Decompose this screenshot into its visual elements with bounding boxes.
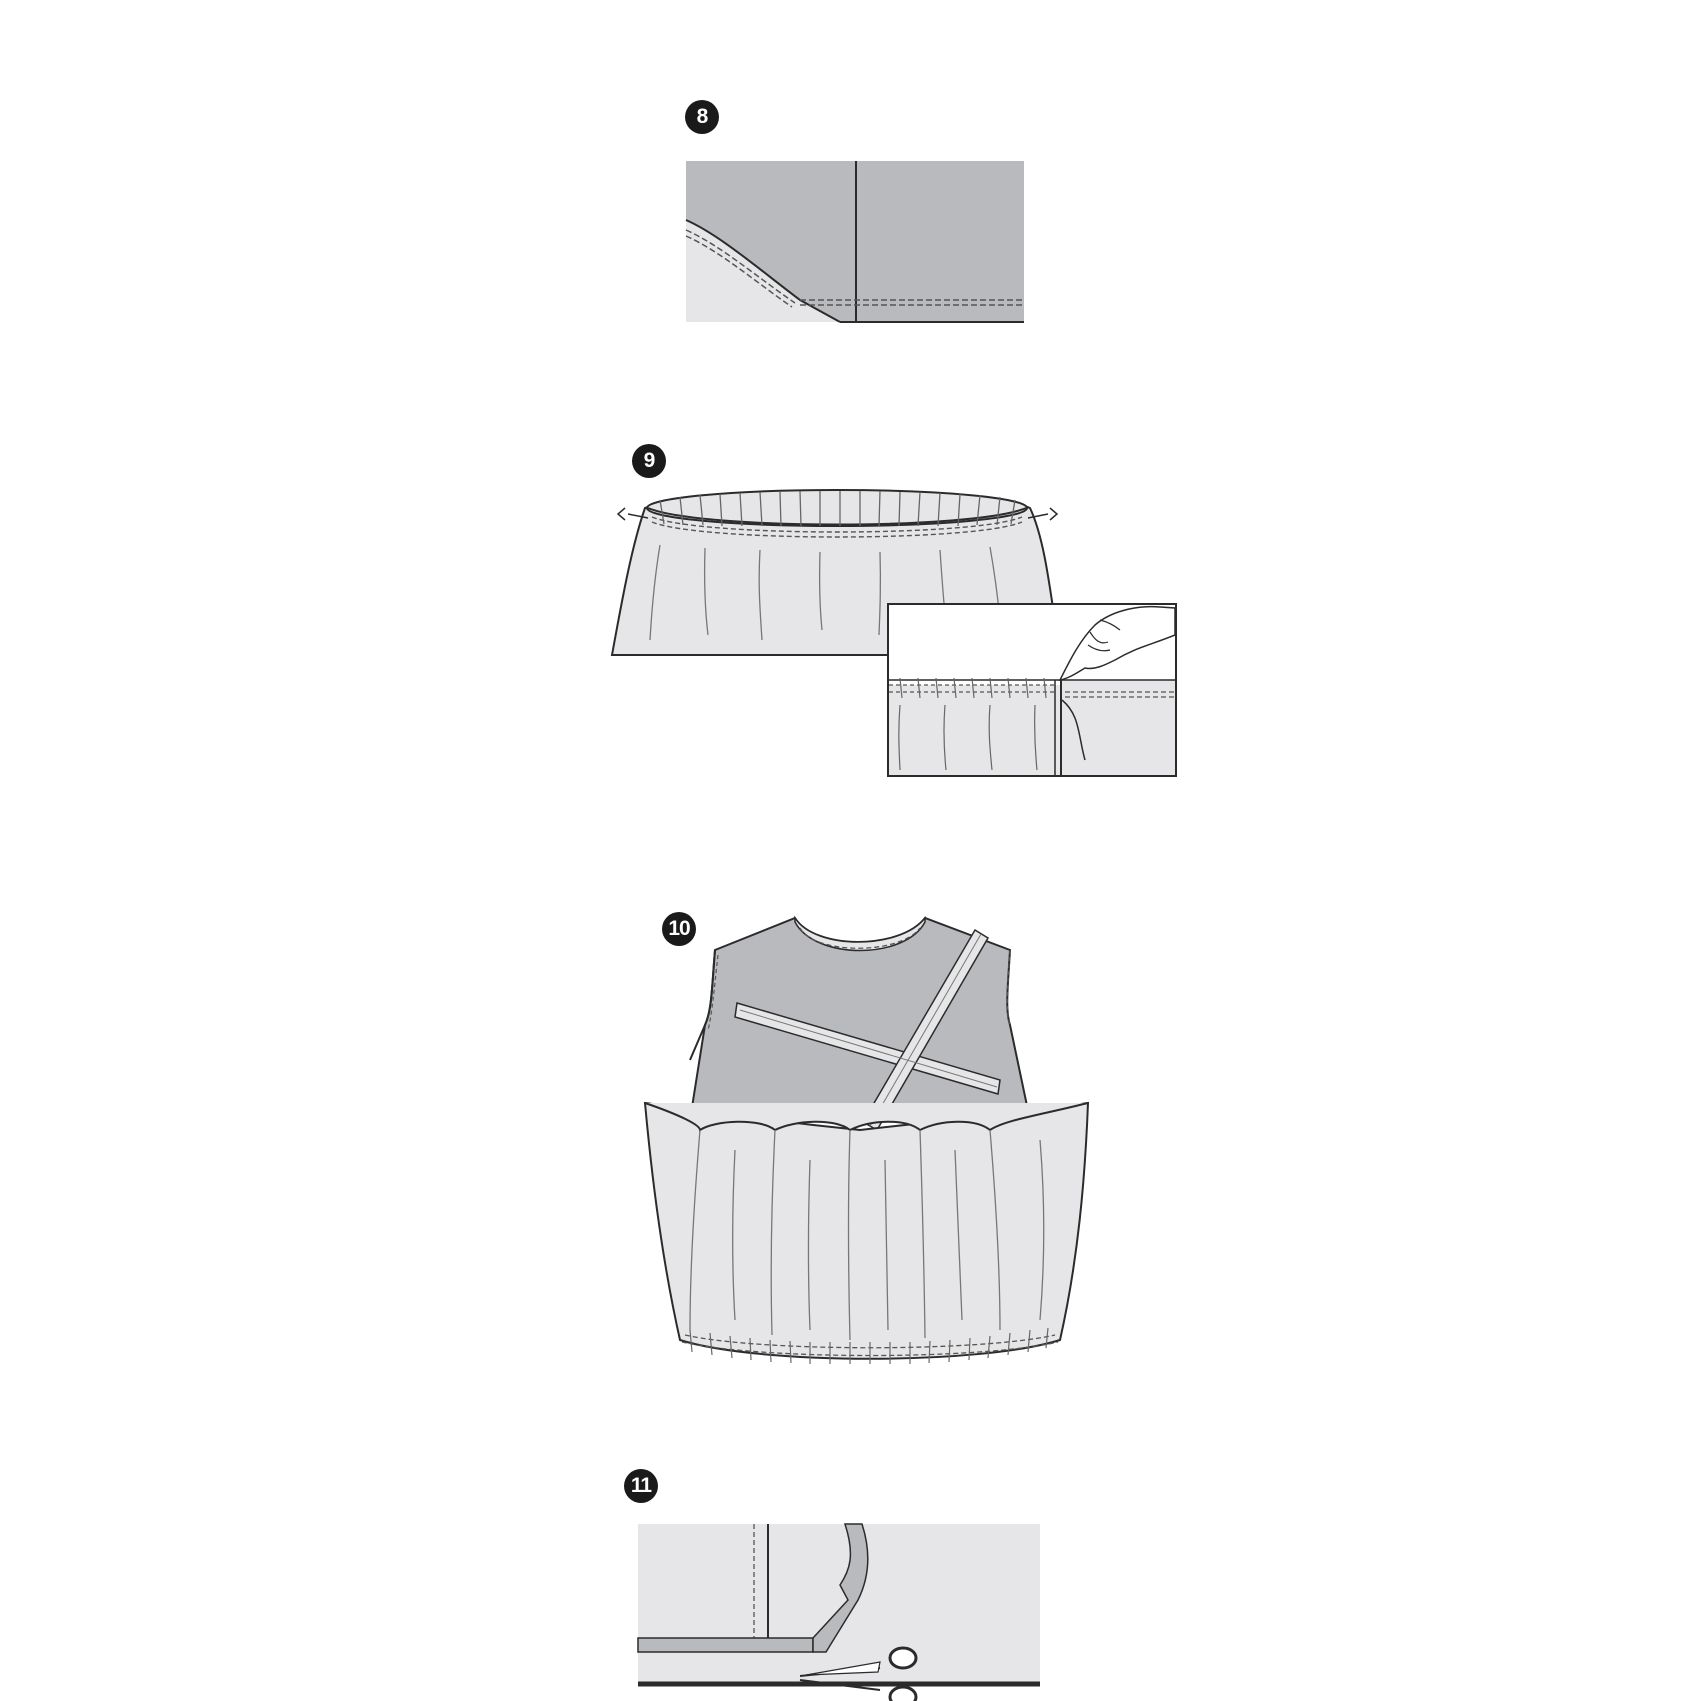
scissors-icon xyxy=(799,1646,918,1701)
step-8-illustration xyxy=(685,161,1024,323)
hand-icon xyxy=(1058,605,1176,682)
step-8-badge: 8 xyxy=(685,100,719,134)
step-11-badge: 11 xyxy=(624,1469,658,1503)
step-10-illustration xyxy=(643,915,1090,1364)
step-10-badge: 10 xyxy=(662,912,696,946)
step-11-illustration xyxy=(637,1523,1040,1701)
step-9-illustration xyxy=(610,489,1177,777)
step-9-badge: 9 xyxy=(632,444,666,478)
step-9-detail-inset xyxy=(887,603,1177,777)
